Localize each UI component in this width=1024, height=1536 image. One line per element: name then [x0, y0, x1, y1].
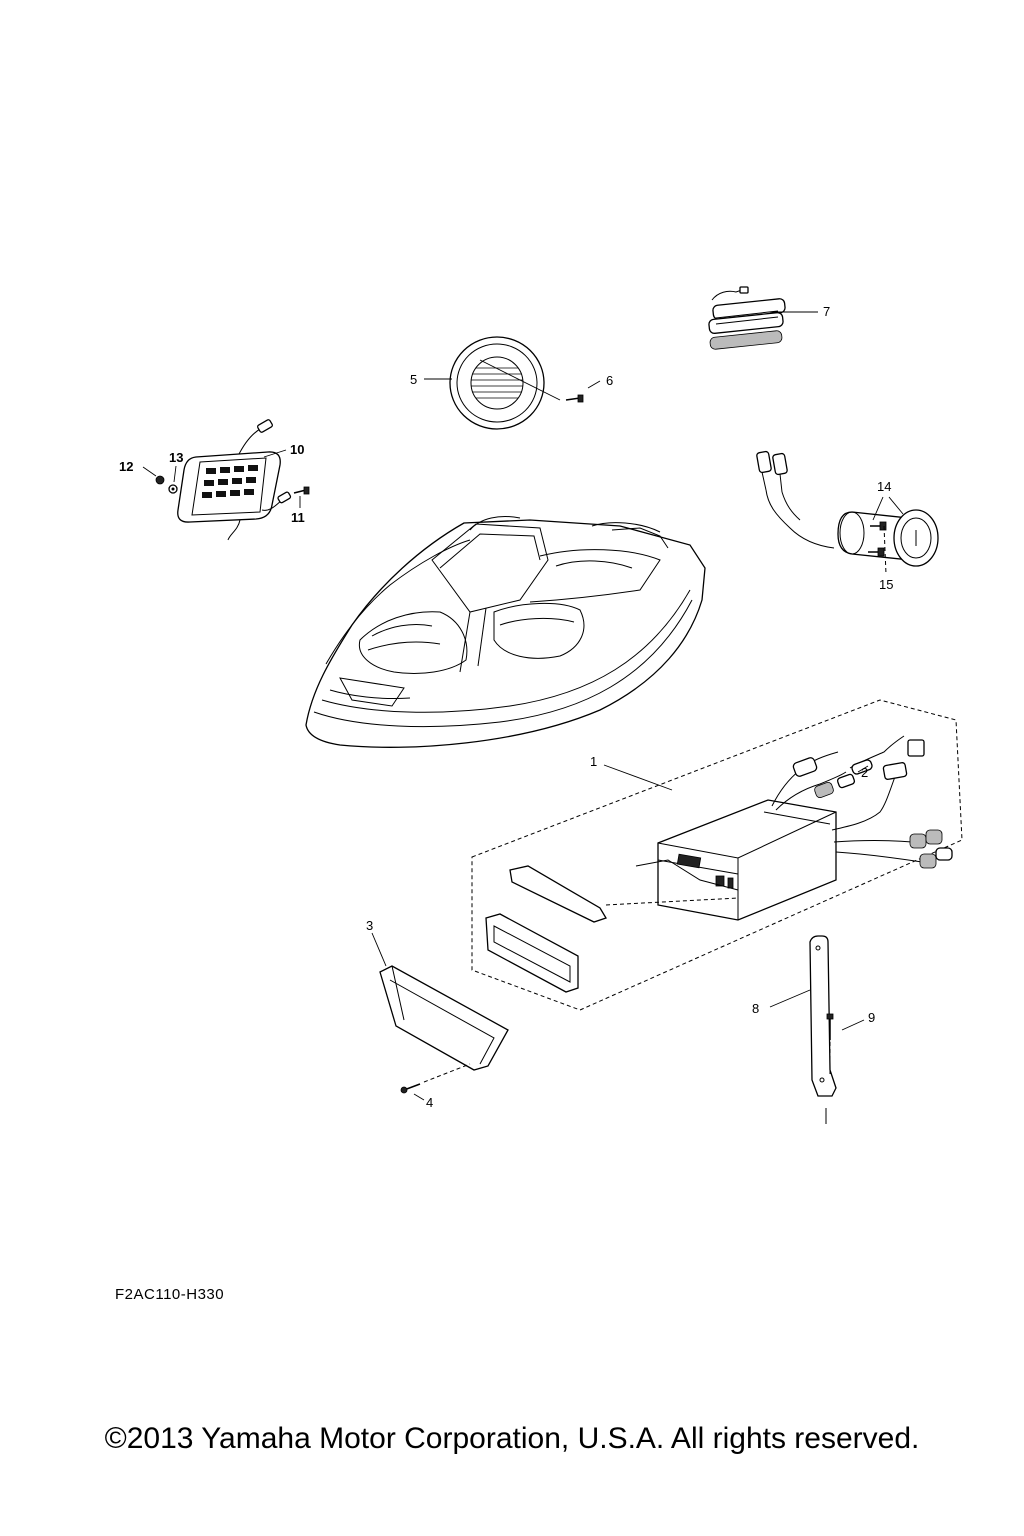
leader-line-8	[769, 989, 811, 1008]
leader-line-3	[371, 932, 387, 967]
callout-1: 1	[590, 754, 597, 769]
wire-harness	[771, 739, 953, 869]
remote-panel-part-10	[177, 419, 292, 541]
stereo-unit-part-1	[635, 799, 837, 921]
nut-part-12	[155, 475, 165, 485]
callout-9: 9	[868, 1010, 875, 1025]
boat-hull-illustration	[305, 516, 706, 748]
leader-line-6	[587, 380, 601, 389]
gauge-part-14	[756, 450, 939, 567]
callout-2: 2	[861, 765, 868, 780]
leader-line-13	[173, 465, 177, 483]
callout-10: 10	[290, 442, 304, 457]
leader-line-14b	[888, 496, 904, 515]
stereo-assembly-boundary	[471, 699, 963, 1011]
screw-part-4	[400, 1063, 471, 1094]
screw-part-6	[565, 394, 584, 403]
bracket-part-8	[809, 935, 837, 1124]
leader-line-4	[413, 1093, 425, 1101]
cover-part-3	[379, 965, 509, 1071]
screw-part-15	[868, 521, 887, 557]
callout-11: 11	[291, 510, 305, 525]
leader-line-15	[883, 525, 887, 575]
callout-13: 13	[169, 450, 183, 465]
speaker-part-5	[449, 336, 561, 430]
callout-14: 14	[877, 479, 891, 494]
callout-4: 4	[426, 1095, 433, 1110]
drawing-code: F2AC110-H330	[115, 1286, 225, 1303]
callout-12: 12	[119, 459, 133, 474]
leader-line-14a	[872, 496, 884, 521]
leader-line-1	[603, 764, 673, 791]
faceplate-tray	[509, 865, 739, 923]
fuse-holder-part-2	[849, 735, 905, 775]
screw-part-9	[826, 1013, 834, 1074]
leader-line-12	[142, 466, 157, 477]
leader-line-2	[857, 765, 869, 773]
mounting-frame	[485, 913, 579, 993]
callout-6: 6	[606, 373, 613, 388]
screw-part-11	[293, 486, 310, 495]
leader-line-10	[263, 449, 287, 458]
callout-8: 8	[752, 1001, 759, 1016]
leader-line-9	[841, 1019, 865, 1031]
callout-15: 15	[879, 577, 893, 592]
copyright-notice: ©2013 Yamaha Motor Corporation, U.S.A. A…	[104, 1422, 920, 1455]
callout-5: 5	[410, 372, 417, 387]
washer-part-13	[168, 484, 178, 494]
callout-3: 3	[366, 918, 373, 933]
light-bar-part-7	[708, 286, 786, 350]
callout-7: 7	[823, 304, 830, 319]
